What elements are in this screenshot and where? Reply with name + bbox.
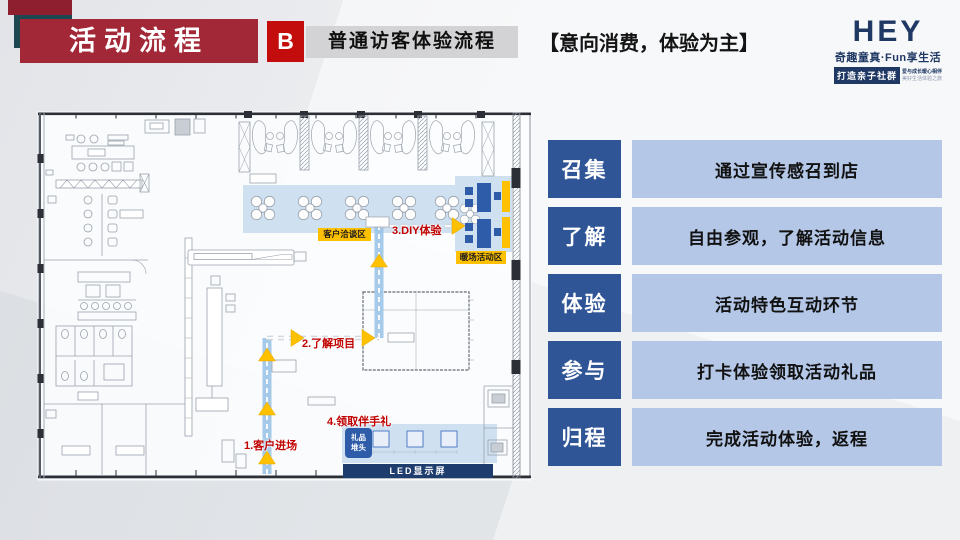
page-title: 活动流程 <box>20 19 258 63</box>
route-step-3: 3.DIY体验 <box>392 225 442 237</box>
route-step-4: 4.领取伴手礼 <box>327 416 392 428</box>
subtitle-bar: 普通访客体验流程 <box>306 26 518 58</box>
flow-step: 召集 通过宣传感召到店 <box>548 140 942 198</box>
gift-stack-label: 礼品 堆头 <box>345 428 372 458</box>
flow-step-label: 归程 <box>548 408 621 466</box>
flow-step-desc: 打卡体验领取活动礼品 <box>632 341 942 399</box>
flow-step: 了解 自由参观，了解活动信息 <box>548 207 942 265</box>
floor-plan-drawing <box>37 111 532 481</box>
logo-slogan: 奇趣童真·Fun享生活 <box>834 52 942 64</box>
flow-step-desc: 自由参观，了解活动信息 <box>632 207 942 265</box>
flow-step-desc: 活动特色互动环节 <box>632 274 942 332</box>
led-screen-label: LED显示屏 <box>343 464 493 478</box>
route-step-2: 2.了解项目 <box>302 338 356 350</box>
logo-badge: 打造亲子社群 <box>833 67 900 84</box>
experience-flow-list: 召集 通过宣传感召到店 了解 自由参观，了解活动信息 体验 活动特色互动环节 参… <box>548 140 942 475</box>
route-path <box>258 216 466 474</box>
flow-step-label: 召集 <box>548 140 621 198</box>
flow-step-desc: 完成活动体验，返程 <box>632 408 942 466</box>
logo-brand-text: HEY <box>852 15 924 48</box>
flow-step: 参与 打卡体验领取活动礼品 <box>548 341 942 399</box>
flow-step: 归程 完成活动体验，返程 <box>548 408 942 466</box>
flow-step-label: 体验 <box>548 274 621 332</box>
corner-accent-red <box>8 0 72 15</box>
area-label-negotiation: 客户洽谈区 <box>318 228 371 241</box>
area-label-warmup: 暖场活动区 <box>456 251 506 264</box>
flow-step-desc: 通过宣传感召到店 <box>632 140 942 198</box>
flow-step-label: 参与 <box>548 341 621 399</box>
flow-step-label: 了解 <box>548 207 621 265</box>
header-tagline: 【意向消费，体验为主】 <box>539 33 759 55</box>
flow-step: 体验 活动特色互动环节 <box>548 274 942 332</box>
section-badge: B <box>267 21 304 62</box>
floor-plan: 客户洽谈区 暖场活动区 1.客户进场 2.了解项目 3.DIY体验 4.领取伴手… <box>36 110 534 482</box>
route-step-1: 1.客户进场 <box>244 440 298 452</box>
logo-mini-taglines: 爱与成长暖心相伴 美好生活体验之旅 <box>902 69 943 82</box>
brand-logo: HEY 奇趣童真·Fun享生活 打造亲子社群 爱与成长暖心相伴 美好生活体验之旅 <box>822 16 954 84</box>
